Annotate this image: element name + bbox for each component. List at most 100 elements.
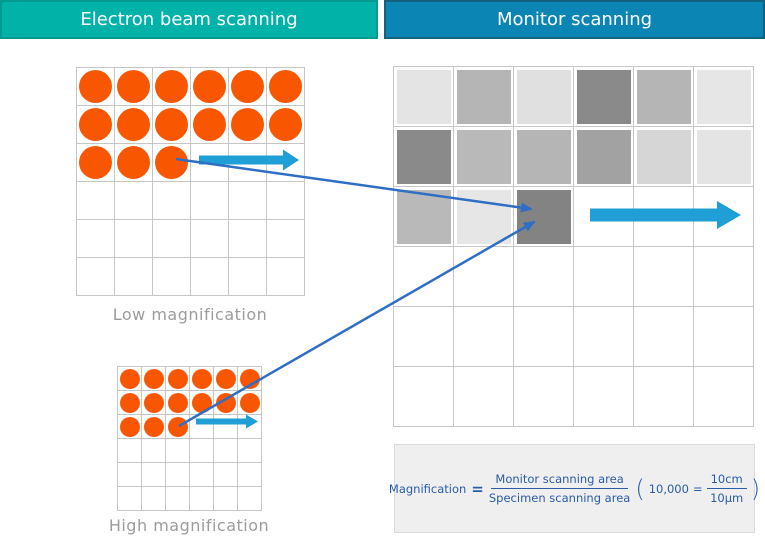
monitor-cell [454,187,514,247]
beam-spot-dot [239,368,260,389]
specimen-cell [142,487,166,511]
specimen-cell [190,415,214,439]
beam-spot-dot [117,146,150,179]
formula-fraction: Monitor scanning area Specimen scanning … [489,472,630,506]
monitor-cell [574,307,634,367]
beam-spot-dot [215,368,236,389]
specimen-cell [115,258,153,296]
monitor-pixel-square [576,129,631,184]
example-open-paren: ( [635,474,645,503]
monitor-pixel-square [636,69,691,124]
monitor-cell [694,247,754,307]
example-value: 10,000 [648,481,689,496]
high-magnification-label: High magnification [108,516,270,535]
monitor-cell [574,187,634,247]
specimen-cell [214,487,238,511]
beam-spot-dot [167,368,188,389]
specimen-cell [229,106,267,144]
beam-spot-dot [119,368,140,389]
specimen-cell [214,439,238,463]
specimen-cell [214,463,238,487]
beam-spot-dot [231,70,264,103]
specimen-cell [229,144,267,182]
monitor-cell [454,247,514,307]
monitor-cell [634,367,694,427]
beam-spot-dot [155,146,188,179]
example-fraction-numerator: 10cm [706,472,747,489]
beam-spot-dot [215,392,236,413]
specimen-cell [142,415,166,439]
monitor-cell [514,367,574,427]
specimen-cell [142,367,166,391]
specimen-cell [166,415,190,439]
monitor-pixel-square [636,129,691,184]
specimen-cell [153,144,191,182]
specimen-cell [267,258,305,296]
specimen-cell [229,220,267,258]
specimen-cell [190,463,214,487]
monitor-cell [694,187,754,247]
monitor-scanning-grid [393,66,754,427]
monitor-cell [574,127,634,187]
specimen-cell [118,463,142,487]
specimen-cell [153,68,191,106]
fraction-denominator: Specimen scanning area [488,491,631,505]
monitor-cell [574,367,634,427]
beam-spot-dot [193,108,226,141]
specimen-cell [238,439,262,463]
specimen-cell [267,182,305,220]
monitor-pixel-square [456,129,511,184]
monitor-cell [514,307,574,367]
specimen-cell [191,68,229,106]
beam-spot-dot [79,146,112,179]
specimen-cell [166,439,190,463]
specimen-cell [153,220,191,258]
specimen-cell [153,258,191,296]
specimen-cell [77,106,115,144]
monitor-cell [394,187,454,247]
monitor-pixel-square [396,129,451,184]
monitor-cell [514,187,574,247]
specimen-cell [214,367,238,391]
example-close-paren: ) [750,474,761,503]
formula-lhs: Magnification [388,481,467,496]
monitor-pixel-square [396,189,451,244]
magnification-formula: Magnification = Monitor scanning area Sp… [389,444,760,533]
monitor-cell [394,307,454,367]
monitor-cell [634,247,694,307]
monitor-pixel-square [456,69,511,124]
monitor-cell [514,247,574,307]
beam-spot-dot [167,392,188,413]
beam-spot-dot [269,108,302,141]
specimen-cell [238,367,262,391]
header-monitor-scanning: Monitor scanning [384,0,765,39]
beam-spot-dot [117,70,150,103]
monitor-pixel-square [696,129,751,184]
specimen-cell [153,106,191,144]
specimen-cell [214,391,238,415]
monitor-cell [694,367,754,427]
header-electron-beam-scanning: Electron beam scanning [0,0,378,39]
specimen-cell [191,106,229,144]
monitor-cell [454,127,514,187]
beam-spot-dot [193,70,226,103]
monitor-pixel-square [516,129,571,184]
specimen-cell [166,367,190,391]
specimen-cell [115,220,153,258]
specimen-cell [191,258,229,296]
specimen-cell [118,487,142,511]
specimen-cell [118,367,142,391]
specimen-cell [142,463,166,487]
example-fraction-denominator: 10µm [710,491,744,505]
beam-spot-dot [79,108,112,141]
beam-spot-dot [143,392,164,413]
example-fraction: 10cm 10µm [706,472,747,506]
monitor-pixel-square [696,69,751,124]
specimen-cell [238,415,262,439]
specimen-cell [190,439,214,463]
beam-spot-dot [143,368,164,389]
beam-spot-dot [191,368,212,389]
specimen-cell [191,144,229,182]
monitor-cell [694,307,754,367]
beam-spot-dot [167,416,188,437]
